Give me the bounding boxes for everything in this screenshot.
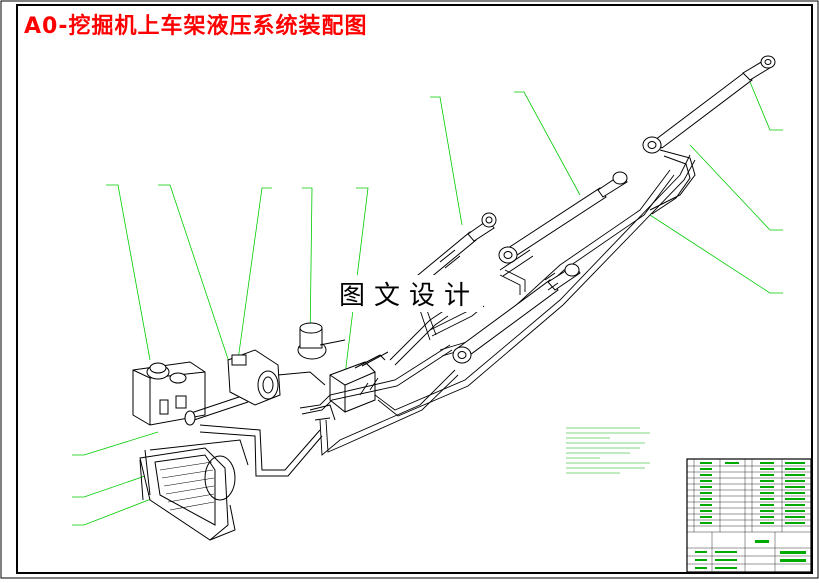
leader-line — [302, 187, 313, 346]
leader-line — [344, 187, 369, 376]
arm-cylinder — [498, 171, 628, 277]
leader-line — [430, 96, 463, 226]
leader-line — [106, 184, 151, 361]
watermark-text: 图文设计 — [335, 275, 484, 312]
leader-line — [158, 184, 241, 396]
swing-motor — [297, 322, 346, 360]
inner-border — [16, 4, 813, 574]
technical-notes — [566, 427, 650, 474]
leader-line — [514, 91, 581, 196]
leader-line — [689, 144, 783, 231]
leader-line — [649, 214, 783, 294]
leader-line — [749, 81, 783, 131]
boom-cylinder — [452, 263, 581, 364]
leader-line — [72, 431, 159, 456]
leader-lines — [72, 81, 783, 526]
bucket-cylinder — [417, 212, 497, 284]
leader-line — [72, 474, 149, 498]
control-valve — [309, 351, 389, 421]
hydraulic-pump — [227, 349, 326, 406]
upper-cylinder — [642, 55, 776, 215]
oil-cooler — [139, 447, 236, 541]
title-block — [686, 458, 812, 573]
drawing-title: A0-挖掘机上车架液压系统装配图 — [24, 14, 368, 39]
leader-line — [237, 187, 272, 361]
hydraulic-tank — [132, 361, 206, 426]
suction-hose — [149, 394, 323, 477]
